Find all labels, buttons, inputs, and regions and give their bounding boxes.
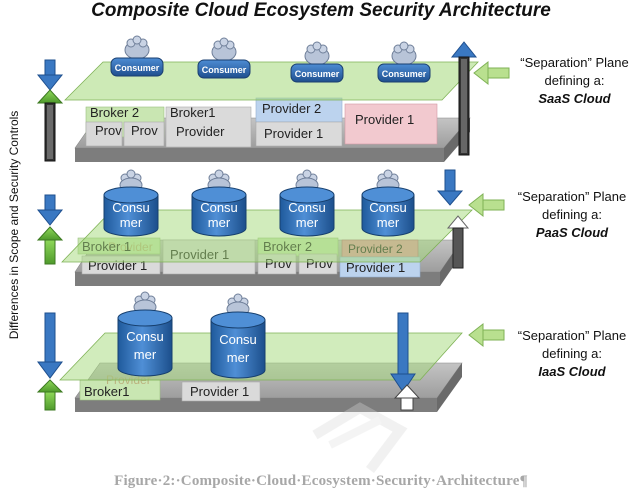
- iaas-consumer-2-line1: Consu: [219, 332, 257, 347]
- iaas-consumer-1: Consu mer: [117, 291, 173, 377]
- iaas-right-down-arrow-icon: [390, 312, 416, 393]
- saas-consumer-label-4: Consumer: [382, 69, 427, 79]
- paas-consumer-2-line2: mer: [208, 215, 231, 230]
- paas-consumer-4-line1: Consu: [369, 200, 407, 215]
- paas-cloud-label: PaaS Cloud: [535, 225, 609, 240]
- saas-up-arrow-icon: [36, 89, 64, 162]
- saas-right-up-arrow-icon: [450, 41, 478, 156]
- saas-plane-label: “Separation” Plane defining a: SaaS Clou…: [507, 54, 642, 108]
- saas-consumer-3: Consumer: [290, 41, 344, 83]
- paas-consumer-2: Consu mer: [191, 169, 247, 237]
- saas-base-slab-front: [75, 148, 444, 162]
- paas-consumer-1-line2: mer: [120, 215, 143, 230]
- figure-caption: Figure·2:·Composite·Cloud·Ecosystem·Secu…: [114, 473, 528, 489]
- iaas-base-slab-front: [75, 398, 437, 412]
- iaas-consumer-1-line1: Consu: [126, 329, 164, 344]
- iaas-consumer-1-line2: mer: [134, 347, 157, 362]
- iaas-consumer-2: Consu mer: [210, 293, 266, 379]
- iaas-consumer-2-line2: mer: [227, 350, 250, 365]
- watermark-graphic: [312, 402, 408, 473]
- paas-consumer-4-line2: mer: [377, 215, 400, 230]
- paas-consumer-1-line1: Consu: [112, 200, 150, 215]
- saas-plane-label-line2: defining a:: [544, 73, 605, 88]
- paas-consumer-3-line2: mer: [296, 215, 319, 230]
- saas-block-provider1-a: Provider 1: [264, 126, 323, 141]
- iaas-plane-pointer-arrow-icon: [468, 322, 505, 348]
- saas-block-prov-a: Prov: [95, 123, 122, 138]
- iaas-right-up-arrow-icon: [393, 384, 421, 411]
- saas-layer: Broker 2 Prov Prov Broker1 Provider Prov…: [36, 35, 510, 162]
- saas-block-broker1: Broker1: [170, 105, 216, 120]
- paas-right-up-arrow-icon: [446, 215, 470, 269]
- saas-plane-label-line1: “Separation” Plane: [520, 55, 629, 70]
- iaas-plane-label: “Separation” Plane defining a: IaaS Clou…: [502, 327, 642, 381]
- saas-down-arrow-icon: [36, 59, 64, 91]
- saas-block-provider1-b: Provider 1: [355, 112, 414, 127]
- saas-consumer-2: Consumer: [197, 37, 251, 79]
- iaas-plane-label-line1: “Separation” Plane: [517, 328, 627, 343]
- saas-consumer-1: Consumer: [110, 35, 164, 77]
- iaas-down-arrow-icon: [37, 312, 63, 379]
- saas-consumer-label-2: Consumer: [202, 65, 247, 75]
- saas-block-prov-b: Prov: [131, 123, 158, 138]
- saas-block-provider: Provider: [176, 124, 225, 139]
- saas-consumer-label-3: Consumer: [295, 69, 340, 79]
- paas-down-arrow-icon: [36, 194, 64, 226]
- paas-plane-pointer-arrow-icon: [468, 192, 505, 218]
- paas-plane-label-line2: defining a:: [542, 207, 602, 222]
- paas-plane-label: “Separation” Plane defining a: PaaS Clou…: [502, 188, 642, 242]
- diagram-title: Composite Cloud Ecosystem Security Archi…: [91, 0, 551, 21]
- paas-layer: Provider Broker 1 Provider 1 Provider 1 …: [36, 169, 505, 286]
- paas-right-down-arrow-icon: [436, 169, 464, 206]
- iaas-block-provider1: Provider 1: [190, 384, 249, 399]
- iaas-plane-label-line2: defining a:: [542, 346, 602, 361]
- saas-separation-plane: [64, 61, 479, 101]
- saas-consumer-label-1: Consumer: [115, 63, 160, 73]
- paas-up-arrow-icon: [36, 226, 64, 265]
- iaas-block-broker1: Broker1: [84, 384, 130, 399]
- saas-plane-pointer-arrow-icon: [473, 60, 510, 86]
- paas-block-provider1-c: Provider 1: [346, 260, 405, 275]
- iaas-layer: Provider Broker1 Provider 1 Consu mer Co…: [36, 291, 505, 412]
- saas-block-broker2: Broker 2: [90, 105, 139, 120]
- paas-consumer-1: Consu mer: [103, 169, 159, 237]
- saas-cloud-label: SaaS Cloud: [538, 91, 611, 106]
- iaas-cloud-label: IaaS Cloud: [538, 364, 606, 379]
- iaas-up-arrow-icon: [36, 379, 64, 411]
- saas-consumer-4: Consumer: [377, 41, 431, 83]
- paas-consumer-3: Consu mer: [279, 169, 335, 237]
- paas-consumer-4: Consu mer: [361, 169, 415, 237]
- saas-block-provider2: Provider 2: [262, 101, 321, 116]
- paas-plane-label-line1: “Separation” Plane: [517, 189, 627, 204]
- paas-consumer-2-line1: Consu: [200, 200, 238, 215]
- paas-consumer-3-line1: Consu: [288, 200, 326, 215]
